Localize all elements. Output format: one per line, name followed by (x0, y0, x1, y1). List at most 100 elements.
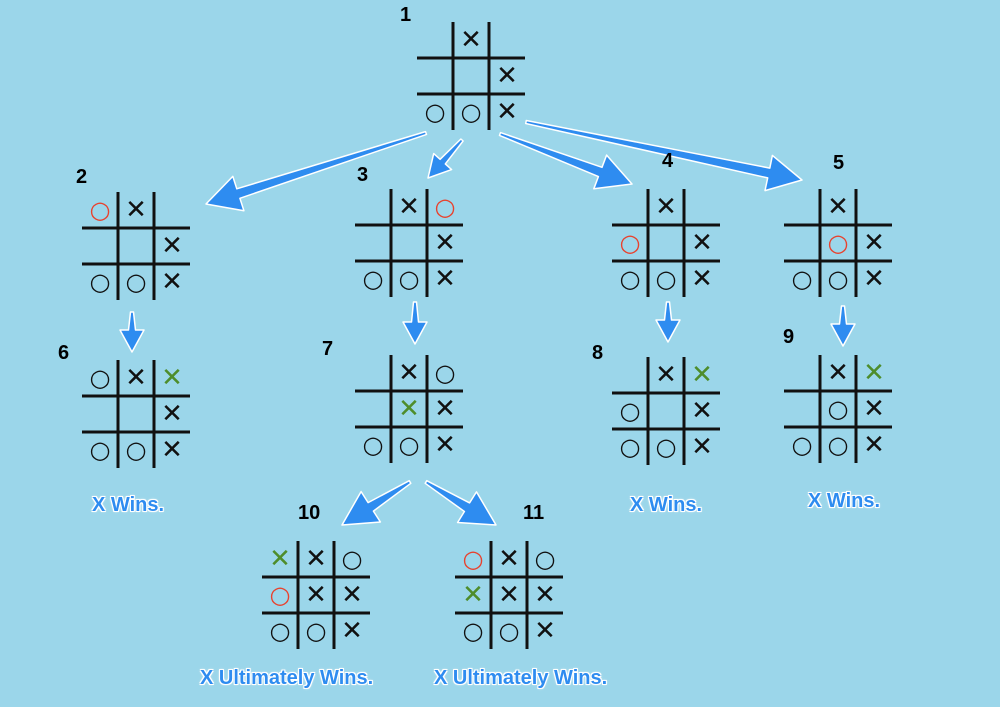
board-cell-6: ○ (619, 265, 641, 293)
board-cell-4: ✕ (305, 580, 327, 610)
node-label-1: 1 (400, 4, 412, 26)
board-1: ✕✕○○✕ (417, 22, 525, 130)
board-cell-1: ✕ (827, 358, 849, 388)
board-cell-8: ✕ (534, 616, 556, 646)
board-cell-3: ○ (269, 581, 291, 609)
tree-arrow-7 (830, 305, 856, 347)
board-grid (82, 192, 190, 300)
tree-arrow-8 (341, 479, 412, 526)
board-cell-2: ✕ (161, 363, 183, 393)
board-cell-2 (489, 22, 525, 58)
board-4: ✕○✕○○✕ (612, 189, 720, 297)
board-cell-7: ○ (655, 433, 677, 461)
node-label-3: 3 (357, 164, 369, 186)
board-cell-2 (856, 189, 892, 225)
board-cell-0 (784, 189, 820, 225)
board-cell-1: ✕ (655, 192, 677, 222)
board-cell-4: ○ (827, 395, 849, 423)
board-cell-5: ✕ (863, 394, 885, 424)
board-cell-7: ○ (125, 268, 147, 296)
board-cell-4: ✕ (498, 580, 520, 610)
board-cell-5: ✕ (161, 231, 183, 261)
board-cell-4 (391, 225, 427, 261)
result-node-6: X Wins. (92, 494, 165, 516)
board-cell-1: ✕ (305, 544, 327, 574)
board-9: ✕✕○✕○○✕ (784, 355, 892, 463)
node-label-7: 7 (322, 338, 334, 360)
board-cell-2: ○ (534, 545, 556, 573)
board-2: ○ ✕ ✕ ○ ○ ✕ (82, 192, 190, 300)
board-cell-0 (612, 357, 648, 393)
board-cell-1: ✕ (827, 192, 849, 222)
board-cell-4 (648, 393, 684, 429)
board-cell-3: ✕ (462, 580, 484, 610)
node-label-4: 4 (662, 150, 674, 172)
board-cell-7: ○ (498, 617, 520, 645)
board-cell-6: ○ (619, 433, 641, 461)
board-cell-3 (355, 225, 391, 261)
board-cell-0: ○ (89, 196, 111, 224)
board-cell-0: ○ (462, 545, 484, 573)
board-cell-6: ○ (791, 431, 813, 459)
board-cell-0: ✕ (269, 544, 291, 574)
board-cell-0 (355, 355, 391, 391)
board-cell-6: ○ (89, 268, 111, 296)
board-5: ✕○✕○○✕ (784, 189, 892, 297)
tree-arrow-1 (427, 138, 464, 179)
tree-arrow-9 (424, 479, 497, 526)
board-cell-8: ✕ (691, 432, 713, 462)
board-grid (784, 189, 892, 297)
board-cell-1: ✕ (125, 363, 147, 393)
board-3: ✕○✕○○✕ (355, 189, 463, 297)
board-cell-4 (453, 58, 489, 94)
board-cell-2: ○ (434, 359, 456, 387)
board-cell-0 (417, 22, 453, 58)
board-cell-6: ○ (362, 265, 384, 293)
board-cell-1: ✕ (125, 195, 147, 225)
board-cell-8: ✕ (863, 264, 885, 294)
board-grid (417, 22, 525, 130)
board-cell-5: ✕ (341, 580, 363, 610)
board-cell-1: ✕ (398, 358, 420, 388)
board-10: ✕✕○○✕✕○○✕ (262, 541, 370, 649)
board-cell-2: ○ (341, 545, 363, 573)
board-cell-1: ✕ (460, 25, 482, 55)
board-grid (784, 355, 892, 463)
board-cell-7: ○ (460, 98, 482, 126)
board-cell-2 (154, 192, 190, 228)
board-cell-3 (784, 225, 820, 261)
board-cell-3: ○ (619, 397, 641, 425)
board-cell-5: ✕ (534, 580, 556, 610)
board-11: ○✕○✕✕✕○○✕ (455, 541, 563, 649)
board-cell-1: ✕ (398, 192, 420, 222)
board-cell-6: ○ (424, 98, 446, 126)
node-label-11: 11 (523, 502, 545, 524)
result-node-8: X Wins. (630, 494, 703, 516)
board-cell-4: ○ (827, 229, 849, 257)
board-cell-7: ○ (398, 431, 420, 459)
tree-arrow-6 (655, 301, 681, 343)
board-cell-8: ✕ (161, 267, 183, 297)
board-grid (355, 189, 463, 297)
board-cell-6: ○ (89, 436, 111, 464)
board-cell-3 (82, 396, 118, 432)
board-cell-8: ✕ (434, 430, 456, 460)
board-cell-4 (118, 228, 154, 264)
board-cell-4: ✕ (398, 394, 420, 424)
board-cell-2 (684, 189, 720, 225)
board-cell-2: ✕ (691, 360, 713, 390)
board-cell-7: ○ (305, 617, 327, 645)
tree-arrow-2 (498, 131, 633, 190)
board-cell-3 (417, 58, 453, 94)
result-node-10: X Ultimately Wins. (200, 667, 374, 689)
board-cell-0: ○ (89, 364, 111, 392)
board-7: ✕○✕✕○○✕ (355, 355, 463, 463)
board-cell-6: ○ (791, 265, 813, 293)
node-label-8: 8 (592, 342, 604, 364)
board-cell-5: ✕ (691, 228, 713, 258)
board-cell-7: ○ (827, 265, 849, 293)
board-cell-8: ✕ (161, 435, 183, 465)
board-grid (612, 189, 720, 297)
board-6: ○✕✕✕○○✕ (82, 360, 190, 468)
board-grid (82, 360, 190, 468)
